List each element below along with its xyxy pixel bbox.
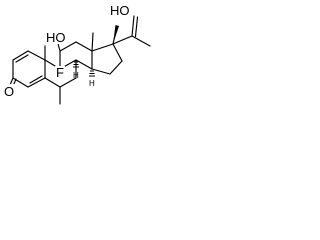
hydrogen-14-label: H bbox=[89, 79, 95, 88]
label-bg-ho-ring bbox=[45, 31, 64, 44]
hydroxyl-11-label: HO bbox=[46, 30, 66, 45]
ring-a bbox=[12, 50, 46, 88]
label-bg-ho-top bbox=[109, 3, 128, 17]
bond-c13-methyl bbox=[91, 32, 94, 52]
label-bg-fluorine bbox=[55, 66, 65, 78]
bond-c14-c8 bbox=[75, 59, 93, 70]
bond-c10-c1 bbox=[27, 50, 46, 61]
bond-c11-c12 bbox=[59, 41, 77, 52]
hydroxyl-17-label: HO bbox=[110, 3, 130, 18]
bond-c17-c20 bbox=[112, 35, 133, 45]
hash-bond-h14 bbox=[89, 70, 95, 77]
hashed-stereo-bonds bbox=[73, 61, 95, 77]
bond-c6-c5 bbox=[44, 77, 61, 88]
steroid-structure-diagram: HO HO F O H H bbox=[3, 3, 151, 105]
bond-c15-c14 bbox=[91, 68, 111, 75]
bond-c12-c13 bbox=[75, 41, 93, 52]
label-bg-oxygen bbox=[3, 84, 15, 98]
bond-c20-o bbox=[131, 15, 135, 37]
wedge-stereo-bonds bbox=[113, 25, 119, 44]
ketone-oxygen-label: O bbox=[4, 84, 14, 99]
fluorine-label: F bbox=[56, 65, 64, 80]
hash-bond-h8 bbox=[73, 61, 79, 68]
wedge-c17-oh bbox=[113, 25, 119, 44]
bond-c4-c5-double bbox=[29, 75, 43, 84]
bond-c16-c15 bbox=[109, 60, 123, 75]
bond-c1-c2 bbox=[12, 50, 29, 61]
ring-d bbox=[91, 43, 123, 75]
bond-c13-c17 bbox=[91, 43, 114, 52]
hydrogen-8-label: H bbox=[73, 71, 79, 80]
acetyl-side-chain bbox=[112, 15, 151, 47]
bond-c1-c2-double bbox=[15, 54, 29, 63]
bond-c20-o-double bbox=[134, 16, 139, 38]
bond-c4-c5 bbox=[27, 77, 46, 88]
ring-b bbox=[44, 59, 77, 88]
bond-c3-o bbox=[9, 77, 14, 86]
bond-c17-c16 bbox=[112, 43, 123, 62]
bond-c20-c21 bbox=[131, 35, 151, 47]
bond-c7-c6 bbox=[59, 77, 77, 88]
atom-labels: HO HO F O H H bbox=[3, 3, 130, 99]
